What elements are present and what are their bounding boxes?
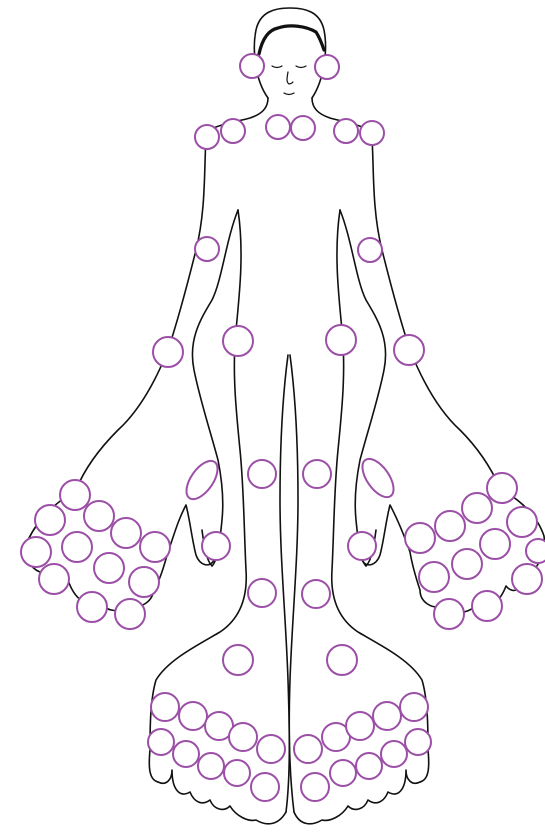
jaw-joint-right[interactable] [240, 54, 264, 78]
right-foot-toe-joint-10[interactable] [251, 773, 279, 801]
left-foot-toe-joint-7[interactable] [381, 741, 407, 767]
wrist-joint-right[interactable] [153, 337, 183, 367]
left-foot-toe-joint-8[interactable] [356, 753, 382, 779]
right-arm-outer [76, 138, 206, 490]
shoulder-joint-left[interactable] [360, 121, 384, 145]
ankle-joint-right[interactable] [248, 579, 276, 607]
midfoot-joint-left[interactable] [327, 645, 357, 675]
right-hand-finger-joint-7[interactable] [62, 532, 92, 562]
sternoclavicular-joint-right[interactable] [266, 115, 290, 139]
left-foot-toe-joint-5[interactable] [400, 693, 428, 721]
right-foot-toe-joint-2[interactable] [179, 702, 207, 730]
left-hand-finger-joint-11[interactable] [472, 591, 502, 621]
hip-joint-left[interactable] [326, 325, 356, 355]
right-foot-toe-joint-7[interactable] [173, 741, 199, 767]
left-hand-contour [362, 488, 544, 613]
left-eye [272, 66, 282, 68]
hip-joint-right[interactable] [223, 326, 253, 356]
right-hand-finger-joint-6[interactable] [21, 537, 51, 567]
ankle-joint-left[interactable] [302, 580, 330, 608]
right-hand-finger-joint-2[interactable] [35, 505, 65, 535]
right-hand-finger-joint-11[interactable] [77, 592, 107, 622]
hair-line [259, 26, 324, 54]
knee-joint-right[interactable] [248, 460, 276, 488]
right-hand-finger-joint-5[interactable] [140, 532, 170, 562]
right-arm-inner [192, 210, 238, 566]
right-hand-finger-joint-10[interactable] [39, 564, 69, 594]
left-hand-finger-joint-9[interactable] [526, 539, 545, 563]
left-foot-toe-joint-10[interactable] [301, 773, 329, 801]
right-foot-toe-joint-4[interactable] [229, 723, 257, 751]
right-foot-toe-joint-1[interactable] [151, 693, 179, 721]
right-foot-toe-joint-6[interactable] [148, 729, 174, 755]
left-foot-toe-joint-6[interactable] [405, 729, 431, 755]
joint-markers [21, 54, 545, 801]
left-hand-finger-joint-6[interactable] [480, 529, 510, 559]
thumb-cmc-joint-left[interactable] [356, 454, 399, 503]
wrist-joint-left[interactable] [394, 335, 424, 365]
left-foot-toe-joint-9[interactable] [330, 760, 356, 786]
left-foot-toe-joint-3[interactable] [346, 712, 374, 740]
jaw-joint-left[interactable] [315, 55, 339, 79]
right-hand-finger-joint-8[interactable] [94, 553, 124, 583]
right-hand-finger-joint-3[interactable] [84, 501, 114, 531]
elbow-joint-right[interactable] [195, 237, 219, 261]
nose [287, 72, 293, 84]
left-hand-finger-joint-2[interactable] [462, 493, 492, 523]
left-hand-finger-joint-10[interactable] [512, 564, 542, 594]
mouth [284, 93, 294, 95]
right-hand-finger-joint-4[interactable] [111, 518, 141, 548]
left-hand-finger-joint-5[interactable] [507, 507, 537, 537]
right-hand-finger-joint-12[interactable] [115, 599, 145, 629]
right-foot-toe-joint-5[interactable] [257, 735, 285, 763]
thumb-cmc-joint-right[interactable] [180, 456, 223, 505]
left-hand-finger-joint-7[interactable] [452, 549, 482, 579]
right-hand-thumb-joint[interactable] [202, 532, 230, 560]
left-foot-toe-joint-4[interactable] [373, 702, 401, 730]
shoulder-joint-right[interactable] [195, 125, 219, 149]
knee-joint-left[interactable] [303, 460, 331, 488]
acromioclavicular-joint-right[interactable] [221, 119, 245, 143]
left-hand-finger-joint-1[interactable] [487, 473, 517, 503]
right-foot-toe-joint-8[interactable] [198, 753, 224, 779]
left-arm-inner [340, 210, 386, 566]
right-hand-finger-joint-9[interactable] [129, 567, 159, 597]
elbow-joint-left[interactable] [358, 238, 382, 262]
left-arm-outer [372, 138, 500, 488]
left-hand-finger-joint-4[interactable] [405, 523, 435, 553]
left-foot-toe-joint-1[interactable] [294, 735, 322, 763]
left-hand-finger-joint-3[interactable] [435, 511, 465, 541]
sternoclavicular-joint-left[interactable] [291, 116, 315, 140]
acromioclavicular-joint-left[interactable] [334, 119, 358, 143]
left-hand-finger-joint-8[interactable] [419, 562, 449, 592]
right-hand-finger-joint-1[interactable] [60, 480, 90, 510]
right-eye [296, 66, 306, 68]
midfoot-joint-right[interactable] [223, 645, 253, 675]
left-hand-thumb-joint[interactable] [348, 532, 376, 560]
right-foot-toe-joint-9[interactable] [224, 760, 250, 786]
left-hand-finger-joint-12[interactable] [434, 599, 464, 629]
